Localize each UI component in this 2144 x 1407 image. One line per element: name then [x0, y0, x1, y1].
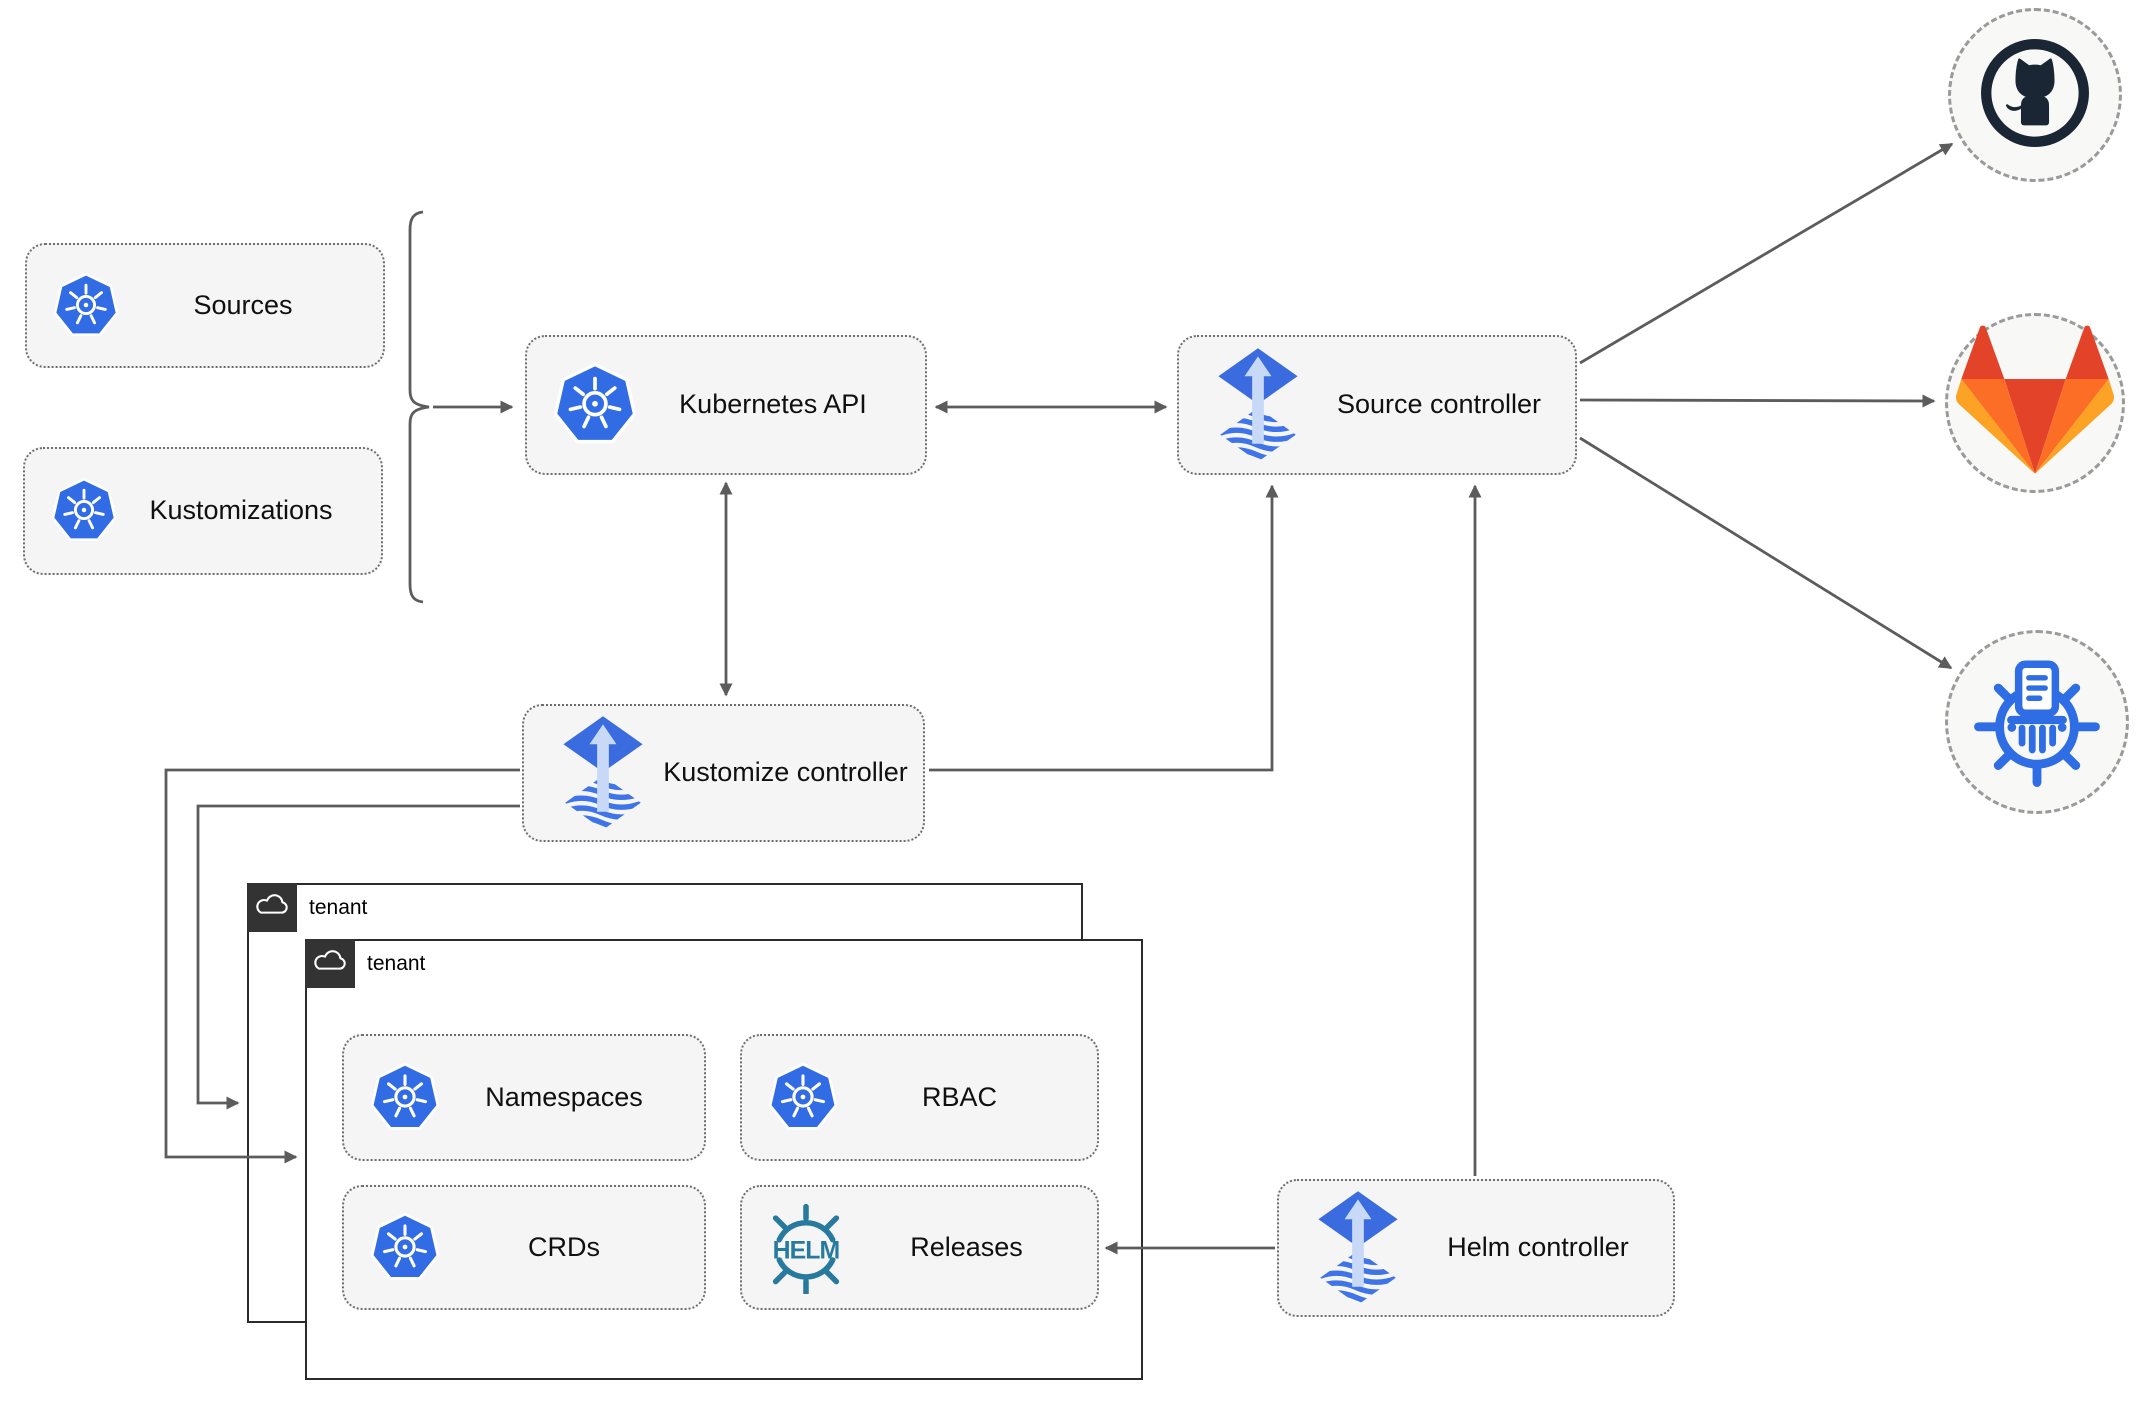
kubernetes-icon — [370, 1212, 440, 1283]
kubernetes-icon — [370, 1062, 440, 1133]
chartmuseum-circle — [1945, 630, 2129, 814]
gitlab-circle — [1945, 313, 2125, 493]
releases-label: Releases — [910, 1231, 1023, 1262]
edge-sourcectrl-chartmuseum — [1579, 436, 1953, 670]
source-controller-box: Source controller — [1177, 335, 1577, 475]
helm-controller-box: Helm controller — [1277, 1179, 1675, 1317]
crds-box: CRDs — [342, 1185, 706, 1310]
tenant-label: tenant — [309, 895, 368, 919]
gitlab-icon — [1949, 321, 2121, 486]
tenant-tab — [247, 883, 297, 932]
kustomize-controller-label: Kustomize controller — [663, 757, 908, 788]
crds-label: CRDs — [528, 1231, 600, 1262]
rbac-box: RBAC — [740, 1034, 1099, 1161]
chartmuseum-icon — [1969, 652, 2105, 793]
helm-controller-label: Helm controller — [1447, 1232, 1629, 1263]
cloud-icon — [311, 947, 349, 981]
brace-sources-group — [408, 210, 430, 604]
namespaces-box: Namespaces — [342, 1034, 706, 1161]
releases-box: HELM Releases — [740, 1185, 1099, 1310]
helm-icon: HELM — [760, 1202, 852, 1294]
flux-icon — [558, 714, 648, 832]
edge-sourcectrl-gitlab — [1579, 394, 1936, 408]
flux-icon — [1213, 346, 1303, 464]
kubernetes-api-box: Kubernetes API — [525, 335, 927, 475]
kustomizations-box: Kustomizations — [23, 447, 383, 575]
sources-label: Sources — [193, 289, 293, 320]
namespaces-label: Namespaces — [485, 1081, 643, 1112]
github-circle — [1948, 8, 2122, 182]
kubernetes-icon — [51, 478, 117, 544]
kustomize-controller-box: Kustomize controller — [522, 704, 925, 842]
helm-logo-text: HELM — [773, 1237, 840, 1264]
rbac-label: RBAC — [921, 1081, 997, 1112]
tenant-tab — [305, 939, 355, 988]
kubernetes-icon — [53, 272, 119, 339]
kubernetes-icon — [553, 363, 637, 447]
flux-icon — [1313, 1189, 1403, 1307]
edge-sourcectrl-github — [1579, 142, 1954, 365]
sources-box: Sources — [25, 243, 385, 368]
edge-kustomizectrl-sourcectrl — [929, 484, 1279, 772]
github-icon — [1974, 32, 2096, 159]
source-controller-label: Source controller — [1336, 389, 1542, 420]
kubernetes-api-label: Kubernetes API — [679, 389, 867, 420]
kustomizations-label: Kustomizations — [149, 495, 333, 526]
kubernetes-icon — [768, 1062, 838, 1133]
cloud-icon — [253, 891, 291, 925]
tenant-label: tenant — [367, 951, 426, 975]
